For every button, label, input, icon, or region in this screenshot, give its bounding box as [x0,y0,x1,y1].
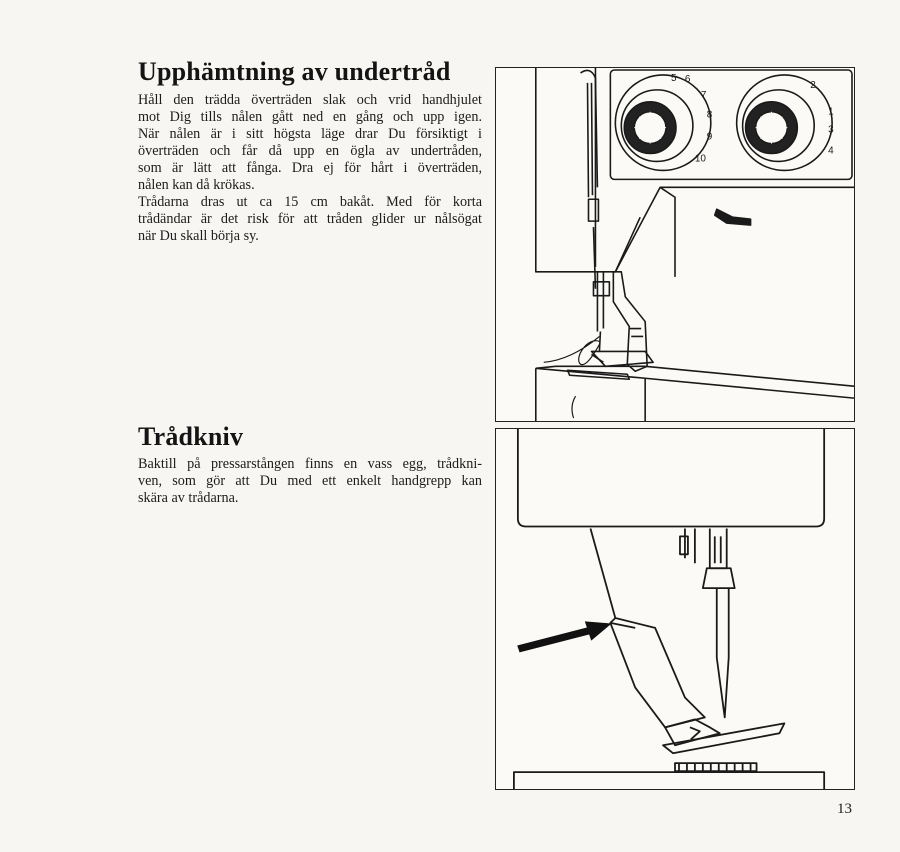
dial-number: 4 [828,146,834,157]
text-line: ven, som gör att Du med ett enkelt handg… [138,473,482,489]
text-line: Baktill på pressarstången finns en vass … [138,456,482,472]
text-line: Håll den trädda överträden slak och vrid… [138,92,482,108]
text-line: nålen kan då krökas. [138,177,255,193]
dial-number: 3 [828,125,834,136]
text-line: när Du skall börja sy. [138,228,259,244]
paragraph-bobbin-pickup: Håll den trädda överträden slak och vrid… [138,92,482,245]
thread-cutter-illustration [513,429,826,789]
text-line: som är lätt att fånga. Dra ej för hårt i… [138,160,482,176]
heading-thread-cutter: Trådkniv [138,422,244,451]
figure-thread-cutter [495,428,855,790]
dial-number: 10 [695,153,707,164]
page-number: 13 [837,801,852,817]
bleed-through-shadow [600,552,830,612]
text-line: mot Dig tills nålen gått ned en gång och… [138,109,482,125]
paragraph-thread-cutter: Baktill på pressarstången finns en vass … [138,456,482,507]
dial-number: 5 [671,73,677,84]
dial-number: 6 [685,74,691,85]
text-line: trådändar är det risk för att tråden gli… [138,211,482,227]
dial-number: 2 [810,80,816,91]
text-line: När nålen är i sitt högsta läge drar Du … [138,126,482,142]
dial-number: 8 [707,110,713,121]
dial-number: 9 [707,132,713,143]
heading-bobbin-pickup: Upphämtning av undertråd [138,57,451,86]
dial-number: 7 [701,90,707,101]
figure-sewing-machine-dials: 5 6 7 8 9 10 1 2 3 4 [495,67,855,422]
sewing-machine-illustration: 5 6 7 8 9 10 1 2 3 4 [534,68,854,421]
text-line: överträden och får då upp en ögla av und… [138,143,482,159]
arrow-icon [517,621,612,653]
dial-number: 1 [828,107,834,118]
text-line: skära av trådarna. [138,490,239,506]
text-line: Trådarna dras ut ca 15 cm bakåt. Med för… [138,194,482,210]
